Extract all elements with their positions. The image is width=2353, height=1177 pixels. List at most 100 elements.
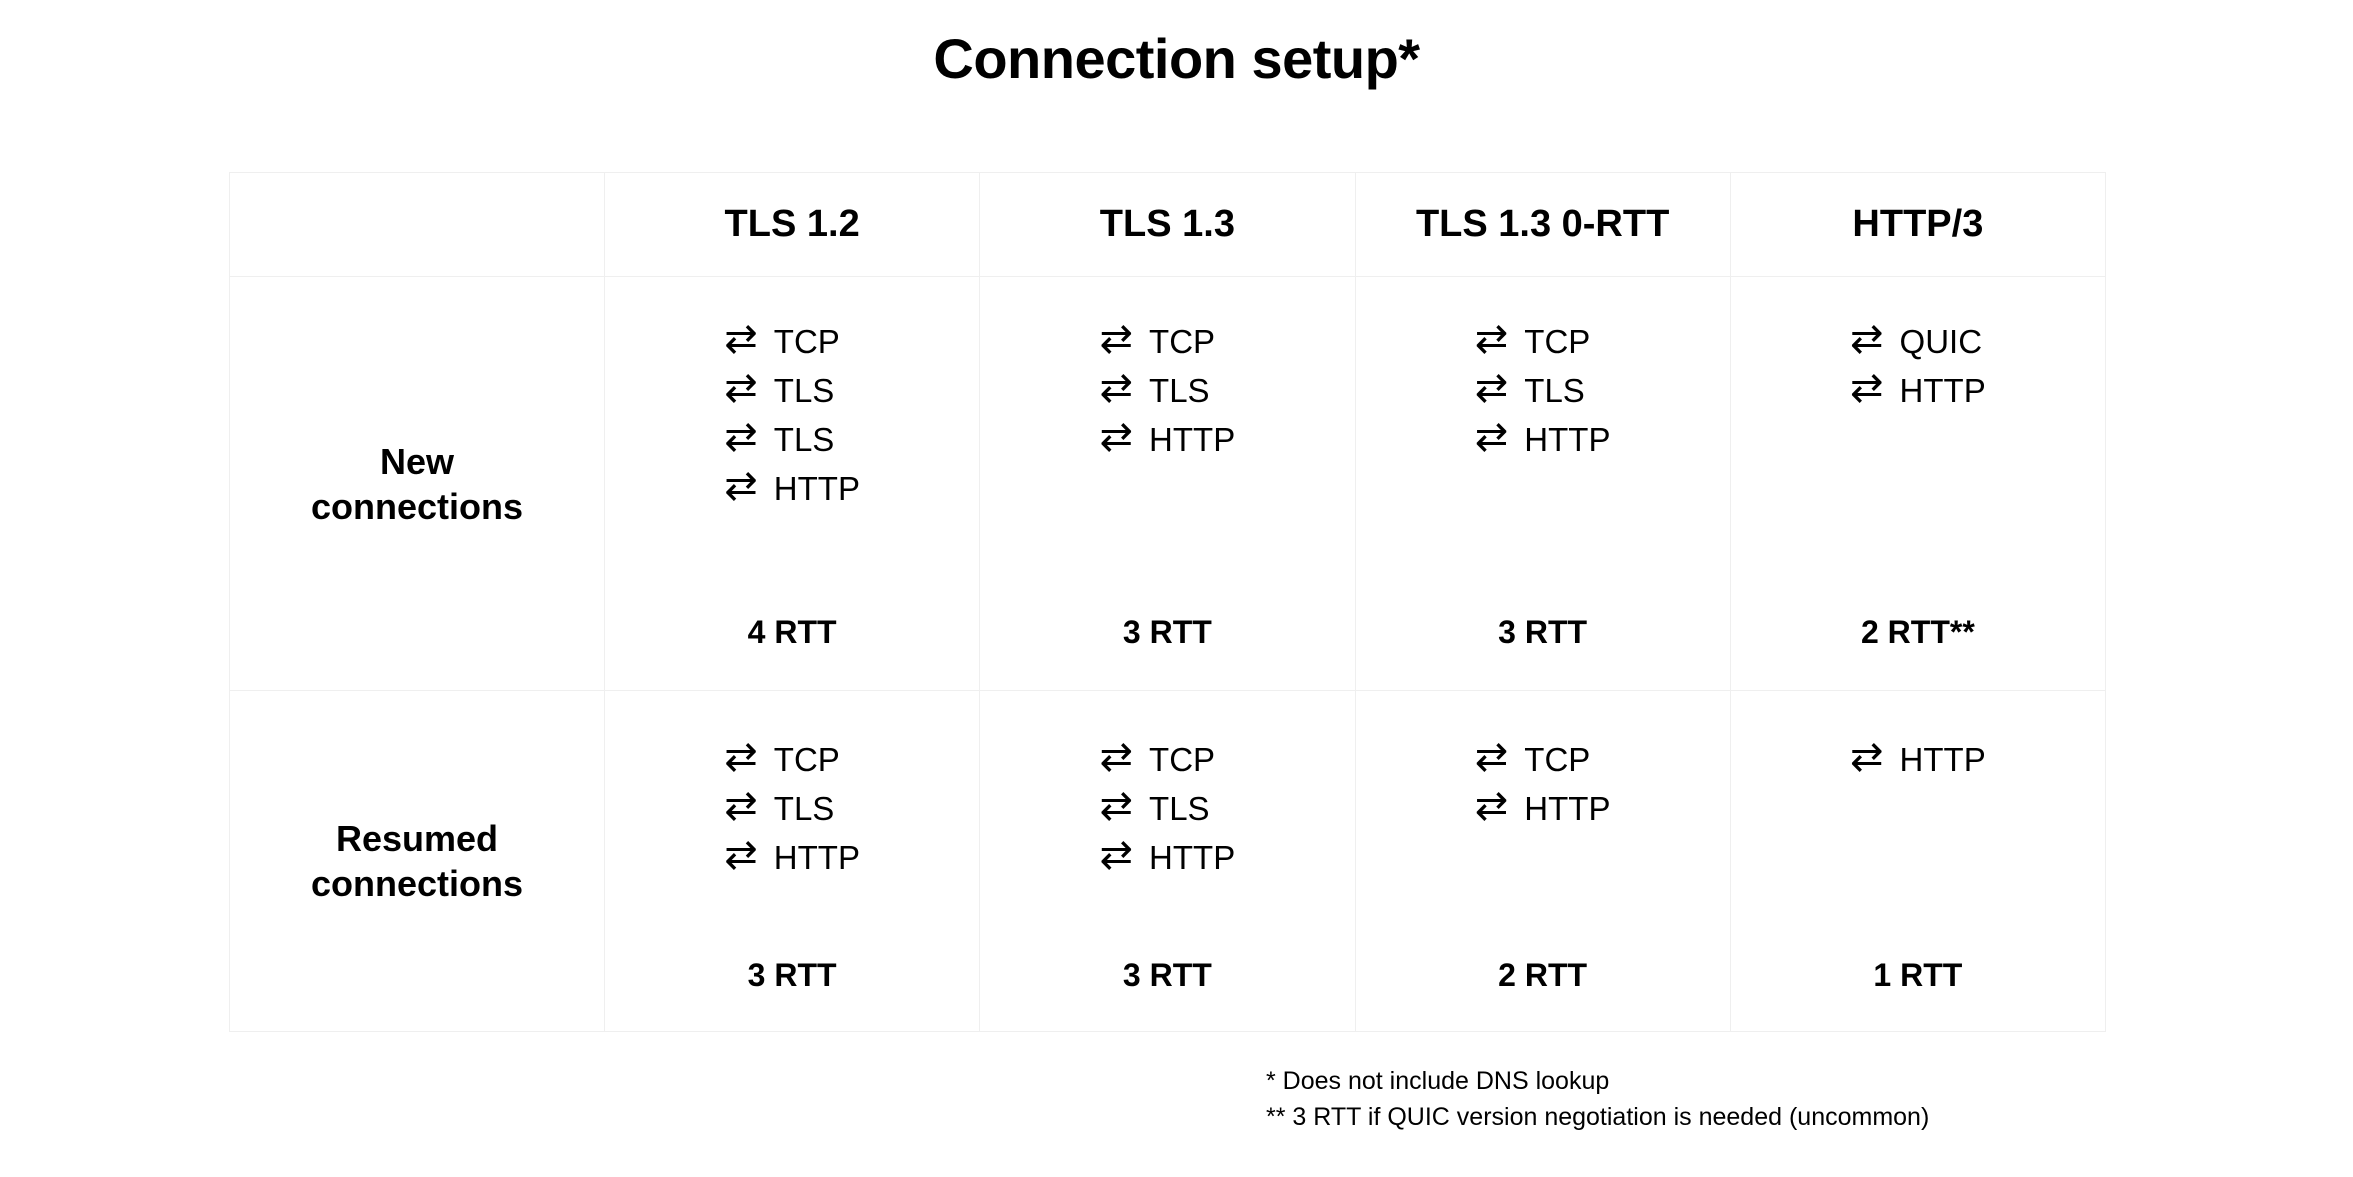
exchange-arrow-icon: ⇄ (724, 833, 758, 877)
step-label: TLS (1149, 371, 1210, 409)
exchange-arrow-icon: ⇄ (1099, 366, 1134, 410)
exchange-arrow-icon: ⇄ (1099, 317, 1134, 361)
step-label: HTTP (773, 838, 860, 876)
connection-setup-table-wrapper: TLS 1.2 TLS 1.3 TLS 1.3 0-RTT HTTP/3 New… (229, 172, 2107, 1032)
cell-new-http3: ⇄ QUIC ⇄ HTTP 2 RTT** (1729, 276, 2107, 691)
cell-new-tls13-0rtt: ⇄ TCP ⇄ TLS ⇄ HTTP (1354, 276, 1731, 691)
step-label: TCP (773, 740, 840, 778)
footnote-quic-version: ** 3 RTT if QUIC version negotiation is … (1266, 1102, 1930, 1131)
cell-new-tls12: ⇄ TCP ⇄ TLS ⇄ TLS (603, 276, 981, 691)
exchange-arrow-icon: ⇄ (1474, 784, 1509, 828)
cell-resumed-tls13-0rtt: ⇄ TCP ⇄ HTTP 2 RTT (1354, 690, 1731, 1032)
page-title: Connection setup* (933, 27, 1420, 90)
step-item: ⇄ HTTP (724, 833, 860, 877)
step-label: TCP (1149, 740, 1216, 778)
step-label: TLS (1149, 789, 1210, 827)
exchange-arrow-icon: ⇄ (724, 735, 758, 779)
step-item: ⇄ HTTP (1099, 415, 1236, 459)
table-header-row: TLS 1.2 TLS 1.3 TLS 1.3 0-RTT HTTP/3 (229, 172, 2107, 277)
step-list: ⇄ QUIC ⇄ HTTP (1850, 317, 1986, 410)
exchange-arrow-icon: ⇄ (1474, 317, 1509, 361)
cell-resumed-tls12: ⇄ TCP ⇄ TLS ⇄ HTTP (603, 690, 981, 1032)
step-label: TLS (773, 420, 835, 458)
table-header: TLS 1.2 TLS 1.3 TLS 1.3 0-RTT HTTP/3 (229, 172, 2107, 277)
rtt-total: 1 RTT (1873, 957, 1963, 993)
exchange-arrow-icon: ⇄ (1099, 833, 1134, 877)
exchange-arrow-icon: ⇄ (724, 784, 758, 828)
rtt-total: 2 RTT (1498, 957, 1588, 993)
rtt-total: 3 RTT (1498, 614, 1588, 650)
step-item: ⇄ TCP (1474, 735, 1591, 779)
exchange-arrow-icon: ⇄ (1474, 415, 1509, 459)
step-item: ⇄ TLS (724, 415, 835, 459)
column-header-tls13: TLS 1.3 (979, 172, 1356, 277)
exchange-arrow-icon: ⇄ (724, 366, 758, 410)
exchange-arrow-icon: ⇄ (1474, 366, 1509, 410)
step-item: ⇄ TLS (1099, 366, 1210, 410)
step-list: ⇄ TCP ⇄ TLS ⇄ HTTP (724, 735, 860, 877)
footnotes: * Does not include DNS lookup ** 3 RTT i… (1266, 1064, 1929, 1135)
step-label: TCP (773, 322, 840, 360)
step-label: TLS (1524, 371, 1585, 409)
step-item: ⇄ TCP (1099, 317, 1216, 361)
step-label: TLS (773, 789, 835, 827)
step-label: TLS (773, 371, 835, 409)
exchange-arrow-icon: ⇄ (724, 317, 758, 361)
rtt-total: 3 RTT (1122, 614, 1212, 650)
step-item: ⇄ TLS (724, 366, 835, 410)
column-header-http3: HTTP/3 (1729, 172, 2107, 277)
step-item: ⇄ QUIC (1850, 317, 1983, 361)
step-item: ⇄ TCP (1100, 737, 1216, 779)
row-header-resumed-connections: Resumed connections (229, 690, 605, 1032)
rtt-total: 2 RTT** (1860, 614, 1975, 650)
step-label: HTTP (1899, 371, 1986, 409)
step-label: HTTP (773, 469, 860, 507)
step-item: ⇄ HTTP (1474, 784, 1611, 828)
step-list: ⇄ TCP ⇄ TLS ⇄ HTTP (1099, 737, 1236, 877)
row-header-new-connections: New connections (229, 276, 605, 691)
connection-setup-table: TLS 1.2 TLS 1.3 TLS 1.3 0-RTT HTTP/3 New… (229, 172, 2107, 1032)
exchange-arrow-icon: ⇄ (724, 464, 758, 508)
column-header-tls12: TLS 1.2 (603, 172, 981, 277)
step-label: HTTP (1149, 838, 1236, 876)
step-label: HTTP (1524, 420, 1611, 458)
footnote-dns: * Does not include DNS lookup (1266, 1067, 1610, 1095)
step-item: ⇄ TCP (724, 735, 840, 779)
step-label: TCP (1524, 322, 1591, 360)
step-label: TCP (1524, 740, 1591, 778)
step-item: ⇄ TCP (724, 317, 840, 361)
step-label: QUIC (1899, 322, 1983, 360)
rtt-total: 3 RTT (747, 957, 837, 993)
column-header-tls13-0rtt: TLS 1.3 0-RTT (1354, 172, 1731, 277)
step-item: ⇄ TLS (1474, 366, 1585, 410)
table-corner-cell (229, 172, 605, 277)
cell-resumed-tls13: ⇄ TCP ⇄ TLS ⇄ HTTP (979, 690, 1356, 1032)
rtt-total: 4 RTT (747, 614, 837, 650)
table-row: New connections ⇄ TCP ⇄ TLS (229, 276, 2107, 691)
table-body: New connections ⇄ TCP ⇄ TLS (229, 276, 2107, 1032)
exchange-arrow-icon: ⇄ (1850, 317, 1884, 361)
step-label: TCP (1149, 322, 1216, 360)
step-item: ⇄ TLS (1100, 786, 1210, 828)
step-item: ⇄ HTTP (724, 464, 860, 508)
exchange-arrow-icon: ⇄ (1850, 366, 1884, 410)
exchange-arrow-icon: ⇄ (1099, 415, 1134, 459)
table-row: Resumed connections ⇄ TCP ⇄ TLS (229, 690, 2107, 1032)
step-item: ⇄ HTTP (1850, 735, 1986, 779)
step-list: ⇄ TCP ⇄ TLS ⇄ TLS (724, 317, 860, 508)
step-label: HTTP (1149, 420, 1236, 458)
step-list: ⇄ TCP ⇄ HTTP (1474, 735, 1611, 828)
step-item: ⇄ TCP (1474, 317, 1591, 361)
step-item: ⇄ TLS (724, 784, 835, 828)
step-label: HTTP (1899, 740, 1986, 778)
exchange-arrow-icon: ⇄ (1850, 735, 1884, 779)
exchange-arrow-icon: ⇄ (724, 415, 758, 459)
exchange-arrow-icon: ⇄ (1474, 735, 1509, 779)
step-list: ⇄ TCP ⇄ TLS ⇄ HTTP (1099, 317, 1236, 459)
cell-resumed-http3: ⇄ HTTP 1 RTT (1729, 690, 2107, 1032)
step-item: ⇄ HTTP (1850, 366, 1986, 410)
step-list: ⇄ HTTP (1850, 735, 1986, 779)
rtt-total: 3 RTT (1122, 957, 1212, 993)
cell-new-tls13: ⇄ TCP ⇄ TLS ⇄ HTTP (979, 276, 1356, 691)
